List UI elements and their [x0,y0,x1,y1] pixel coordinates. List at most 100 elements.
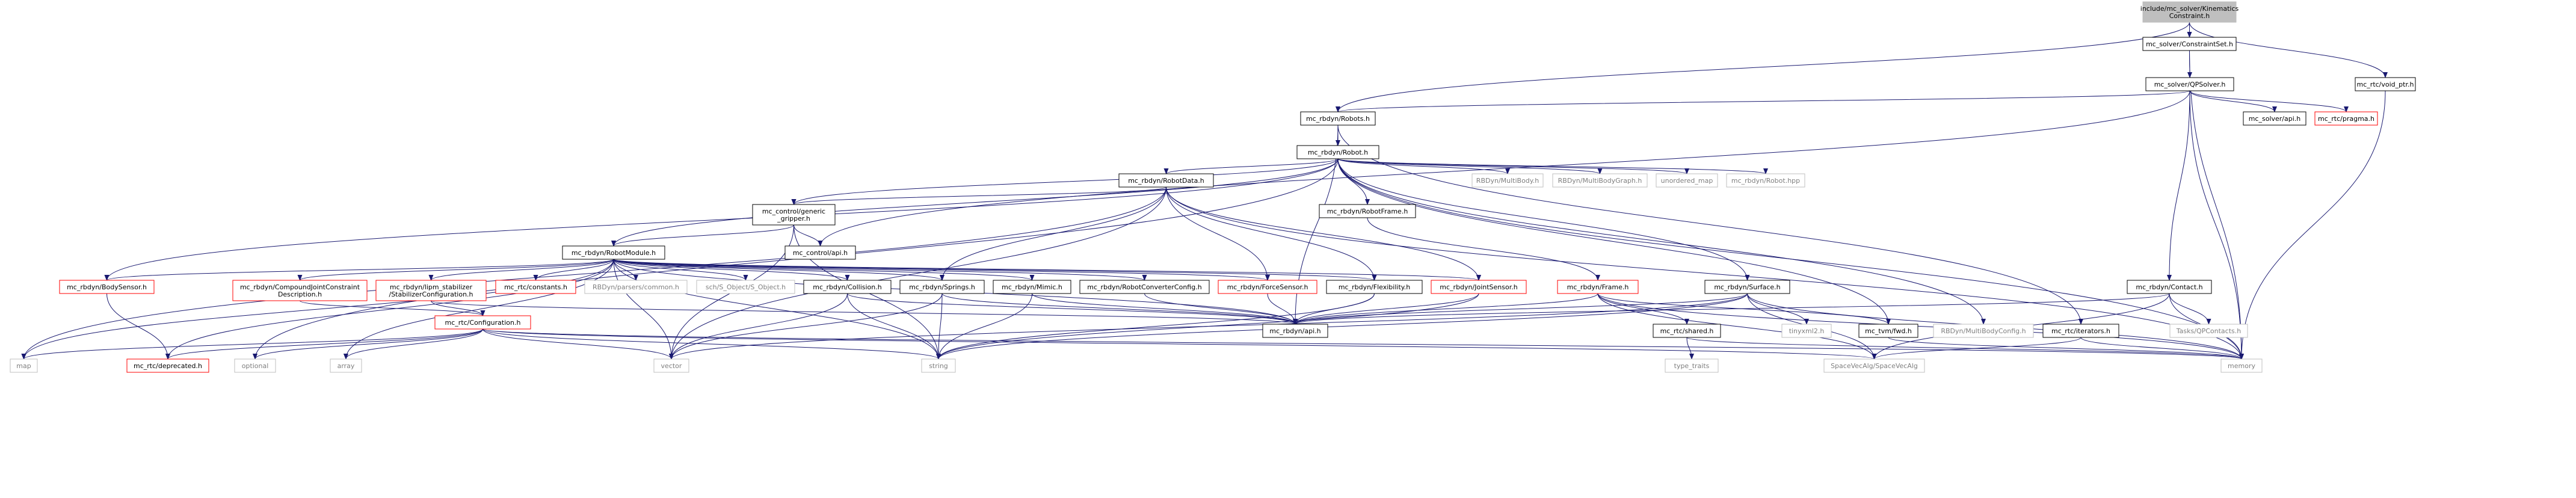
edge-mimic-to-string [936,293,1032,360]
node-multibodygraph: RBDyn/MultiBodyGraph.h [1552,173,1648,188]
node-label: _gripper.h [777,215,810,223]
node-box [434,315,531,330]
node-box [1656,173,1718,188]
edge-robot-to-robotframe [1337,158,1370,205]
edge-robot-to-gripper [791,158,1339,205]
edge-shared-to-typetraits [1686,337,1694,360]
node-label: mc_rbdyn/lipm_stabilizer [390,283,473,291]
node-label: mc_rtc/shared.h [1660,327,1714,335]
edge-frame-to-shared [1597,293,1689,325]
node-collision[interactable]: mc_rbdyn/Collision.h [803,280,892,294]
edge-qpsolver-to-memory [2189,90,2244,360]
edge-gripper-to-robotmodule [611,224,794,247]
node-label: mc_solver/ConstraintSet.h [2146,40,2233,48]
edge-robotdata-to-map [21,186,1166,360]
node-robotdata[interactable]: mc_rbdyn/RobotData.h [1118,173,1214,188]
node-box [232,280,368,301]
edge-configuration-to-memory [482,328,2243,360]
edge-converterconfig-to-rbdynapi [1144,293,1298,325]
node-box [1665,358,1719,373]
node-voidptr[interactable]: mc_rtc/void_ptr.h [2355,77,2416,91]
node-contact[interactable]: mc_rbdyn/Contact.h [2127,280,2212,294]
edge-robotmodule-to-springs [613,259,944,281]
edge-robotmodule-to-deprecated [165,259,614,360]
node-shared[interactable]: mc_rtc/shared.h [1653,324,1721,338]
edge-robotdata-to-forcesensor [1166,186,1270,281]
edge-qpsolver-to-robots [1336,90,2190,112]
edge-robotmodule-to-parserscommon [613,259,638,281]
node-box [752,204,836,226]
node-robotframe[interactable]: mc_rbdyn/RobotFrame.h [1319,204,1416,218]
node-box [1431,280,1527,294]
node-label: mc_rbdyn/JointSensor.h [1440,283,1517,291]
node-solverapi[interactable]: mc_solver/api.h [2243,111,2306,126]
edge-tvmfwd-to-memory [1888,337,2244,360]
node-mimic[interactable]: mc_rbdyn/Mimic.h [993,280,1071,294]
node-label: type_traits [1674,362,1710,370]
edge-robotmodule-to-bodysensor [104,259,614,281]
edge-collision-to-rbdynapi [847,293,1298,325]
node-compound[interactable]: mc_rbdyn/CompoundJointConstraintDescript… [232,280,368,301]
node-robot[interactable]: mc_rbdyn/Robot.h [1296,145,1379,159]
node-robotmodule[interactable]: mc_rbdyn/RobotModule.h [562,245,665,260]
node-deprecated[interactable]: mc_rtc/deprecated.h [126,358,209,373]
node-constants[interactable]: mc_rtc/constants.h [495,280,576,294]
node-springs[interactable]: mc_rbdyn/Springs.h [899,280,985,294]
node-iterators[interactable]: mc_rtc/iterators.h [2042,324,2119,338]
edge-robot-to-robotdata [1163,158,1339,174]
node-typetraits: type_traits [1665,358,1719,373]
node-gripper[interactable]: mc_control/generic_gripper.h [752,204,836,226]
node-label: unordered_map [1661,177,1713,185]
edge-surface-to-rbdynapi [1293,293,1748,325]
node-box [2169,324,2248,338]
node-constraintset[interactable]: mc_solver/ConstraintSet.h [2142,37,2237,51]
node-box [1326,280,1423,294]
node-multibody: RBDyn/MultiBody.h [1471,173,1544,188]
node-configuration[interactable]: mc_rtc/Configuration.h [434,315,531,330]
node-qpsolver[interactable]: mc_solver/QPSolver.h [2145,77,2234,91]
node-lipm[interactable]: mc_rbdyn/lipm_stabilizer/StabilizerConfi… [375,280,487,301]
node-label: SpaceVecAlg/SpaceVecAlg [1831,362,1918,370]
node-label: mc_rbdyn/Collision.h [813,283,882,291]
edge-jointsensor-to-rbdynapi [1293,293,1479,325]
edge-gripper-to-controlapi [793,224,823,247]
node-label: Tasks/QPContacts.h [2176,327,2241,335]
edge-lipm-to-configuration [431,300,485,316]
node-label: tinyxml2.h [1789,327,1825,335]
node-label: mc_rbdyn/BodySensor.h [67,283,147,291]
node-controlapi[interactable]: mc_control/api.h [784,245,856,260]
node-frame[interactable]: mc_rbdyn/Frame.h [1557,280,1639,294]
edge-qpsolver-to-solverapi [2189,90,2277,112]
node-vector: vector [653,358,689,373]
node-qpcontacts: Tasks/QPContacts.h [2169,324,2248,338]
edge-robots-to-iterators [1337,124,2083,325]
edge-robotframe-to-frame [1367,217,1600,281]
node-surface[interactable]: mc_rbdyn/Surface.h [1704,280,1790,294]
edge-bodysensor-to-deprecated [106,293,170,360]
node-flexibility[interactable]: mc_rbdyn/Flexibility.h [1326,280,1423,294]
node-forcesensor[interactable]: mc_rbdyn/ForceSensor.h [1218,280,1317,294]
edge-flexibility-to-string [936,293,1375,360]
node-label: mc_rtc/constants.h [504,283,567,291]
node-box [1118,173,1214,188]
edge-robot-to-bodysensor [104,158,1339,281]
node-label: mc_rbdyn/Frame.h [1567,283,1629,291]
node-jointsensor[interactable]: mc_rbdyn/JointSensor.h [1431,280,1527,294]
edge-compound-to-configuration [300,300,485,316]
node-box [2314,111,2378,126]
edge-robotdata-to-springs [940,186,1166,281]
node-robots[interactable]: mc_rbdyn/Robots.h [1300,111,1376,126]
edge-robot-to-surface [1337,158,1750,281]
node-converterconfig[interactable]: mc_rbdyn/RobotConverterConfig.h [1079,280,1210,294]
node-label: mc_rbdyn/Surface.h [1714,283,1780,291]
node-tvmfwd[interactable]: mc_tvm/fwd.h [1858,324,1918,338]
edge-frame-to-memory [1597,293,2244,360]
node-bodysensor[interactable]: mc_rbdyn/BodySensor.h [59,280,155,294]
edge-springs-to-vector [669,293,943,360]
node-pragma[interactable]: mc_rtc/pragma.h [2314,111,2378,126]
edge-configuration-to-map [21,328,483,360]
edge-robotmodule-to-forcesensor [613,259,1270,281]
edge-robot-to-multibodygraph [1337,158,1603,174]
node-rbdynapi[interactable]: mc_rbdyn/api.h [1262,324,1328,338]
edge-robotdata-to-flexibility [1166,186,1377,281]
